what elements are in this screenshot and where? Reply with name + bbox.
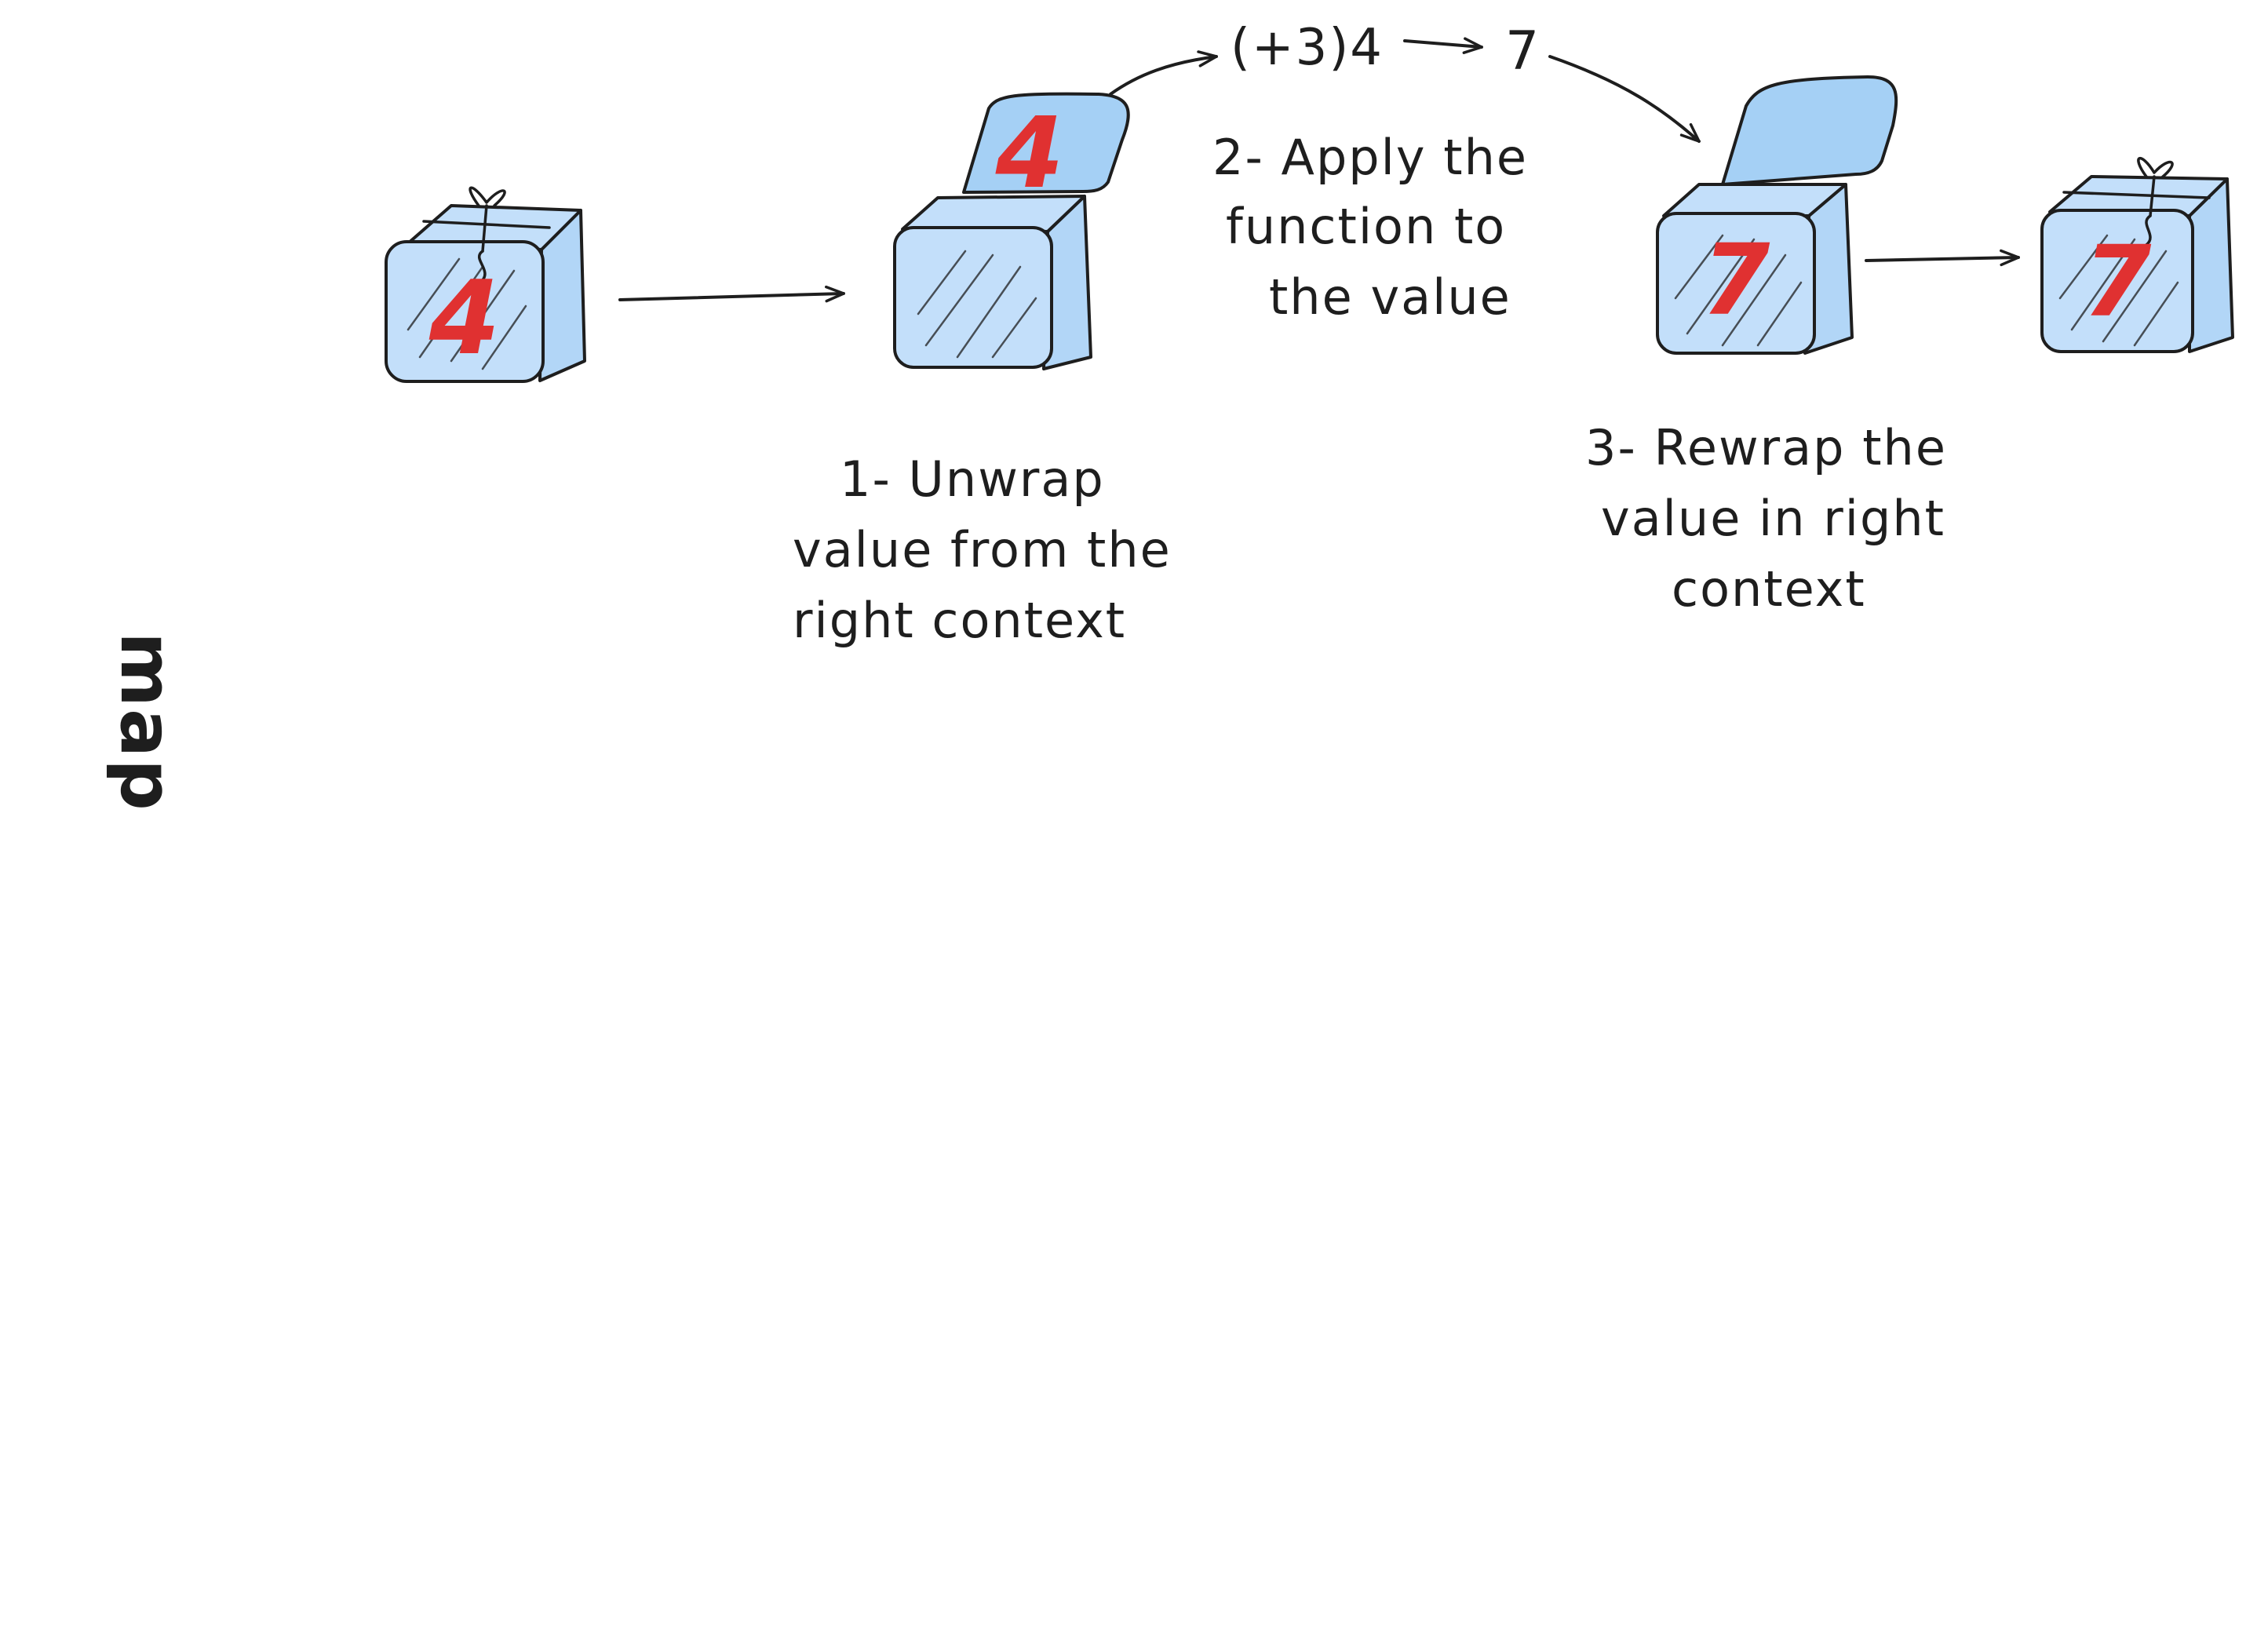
step-apply-line-1: 2- Apply the [1212, 129, 1528, 186]
box3-value: 7 [1702, 224, 1770, 337]
step-rewrap-line-2: value in right [1601, 490, 1945, 547]
arrow-rewrap-to-wrapped [1865, 249, 2020, 267]
arrow-to-rewrap [1548, 55, 1701, 143]
arrow-to-expression [1109, 50, 1218, 96]
wrapped-box-2: 7 [2040, 156, 2234, 353]
opened-box-1: 4 [893, 92, 1130, 370]
step-rewrap-line-1: 3- Rewrap the [1585, 419, 1947, 476]
wrapped-box-1: 4 [385, 186, 586, 383]
step-apply-line-2: function to [1226, 198, 1506, 255]
box1-front [385, 240, 545, 383]
step-unwrap-caption: 1- Unwrap value from the right context [793, 450, 1172, 649]
box2-front [893, 226, 1053, 369]
arrow-wrap-to-unwrap [618, 285, 845, 303]
step-apply-line-3: the value [1269, 268, 1511, 326]
expression: (+3)4 [1231, 19, 1384, 77]
box2-lid [962, 92, 1130, 194]
step-rewrap-caption: 3- Rewrap the value in right context [1585, 419, 1947, 618]
arrow-expression-to-result [1403, 37, 1483, 54]
step-unwrap-line-1: 1- Unwrap [840, 450, 1105, 508]
result: 7 [1505, 20, 1540, 82]
box2-value: 4 [995, 97, 1064, 210]
box1-value: 4 [428, 258, 500, 377]
step-rewrap-line-3: context [1672, 560, 1866, 618]
step-unwrap-line-3: right context [793, 592, 1126, 649]
box3-front [1656, 212, 1816, 355]
step-apply-caption: 2- Apply the function to the value [1212, 129, 1528, 326]
opened-box-2: 7 [1656, 75, 1898, 355]
side-label-map: map [104, 632, 188, 812]
box3-lid [1721, 75, 1898, 186]
step-unwrap-line-2: value from the [793, 521, 1172, 578]
box4-value: 7 [2084, 225, 2152, 339]
